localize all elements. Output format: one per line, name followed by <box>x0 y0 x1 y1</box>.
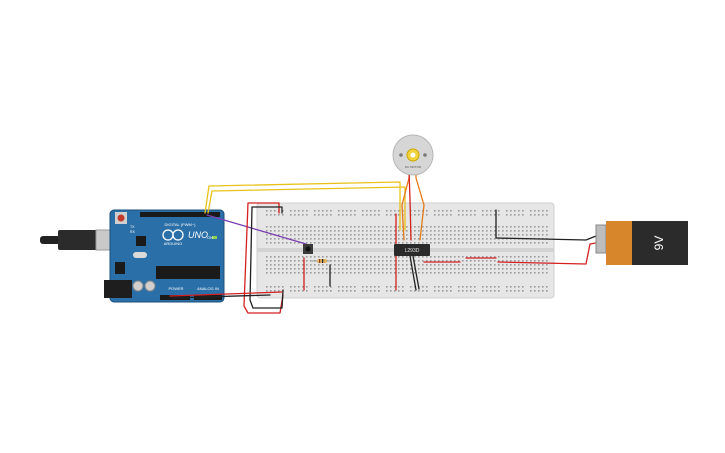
wire-black[interactable] <box>495 235 597 241</box>
wire-red[interactable] <box>243 202 284 314</box>
wire-black[interactable] <box>412 255 420 290</box>
battery-label: 9V <box>652 236 666 251</box>
motor-label: DC MOTOR <box>405 165 422 169</box>
ic-label: L293D <box>405 248 420 254</box>
wire-black[interactable] <box>171 294 271 299</box>
brand-logo-text: UNO <box>188 230 208 240</box>
on-led-label: ON <box>207 235 213 240</box>
battery-9v[interactable]: 9V <box>595 221 688 265</box>
wire-red[interactable] <box>497 242 597 265</box>
analog-header-label: ANALOG IN <box>197 286 219 291</box>
wires <box>169 169 597 314</box>
rx-label: RX <box>130 230 136 234</box>
power-header-label: POWER <box>168 286 183 291</box>
wire-yellow[interactable] <box>204 181 401 231</box>
battery-terminals[interactable] <box>595 224 607 254</box>
motor-driver-ic[interactable]: L293D <box>394 244 430 256</box>
usb-chip <box>136 236 146 246</box>
wire-black[interactable] <box>409 255 417 291</box>
brand-name: ARDUINO <box>164 241 182 246</box>
crystal <box>133 252 147 258</box>
power-jack <box>104 280 132 298</box>
atmega-chip <box>156 266 220 279</box>
wire-red[interactable] <box>408 169 412 241</box>
digital-header-label: DIGITAL (PWM~) <box>165 222 197 227</box>
tx-label: TX <box>130 225 135 229</box>
capacitor <box>144 280 156 292</box>
wire-purple[interactable] <box>206 214 307 245</box>
capacitor <box>132 280 144 292</box>
wire-yellow[interactable] <box>207 186 406 231</box>
wire-red[interactable] <box>169 291 283 297</box>
arduino-uno[interactable]: DIGITAL (PWM~) UNO ARDUINO ON TX RX POWE… <box>40 209 225 303</box>
wire-black[interactable] <box>249 206 284 309</box>
dc-motor[interactable]: DC MOTOR <box>392 134 434 176</box>
pushbutton[interactable] <box>303 244 313 254</box>
icsp-header <box>115 262 125 274</box>
digital-header[interactable] <box>140 212 220 217</box>
on-led <box>212 236 217 239</box>
resistor[interactable] <box>312 259 332 263</box>
arduino-logo <box>162 229 184 241</box>
